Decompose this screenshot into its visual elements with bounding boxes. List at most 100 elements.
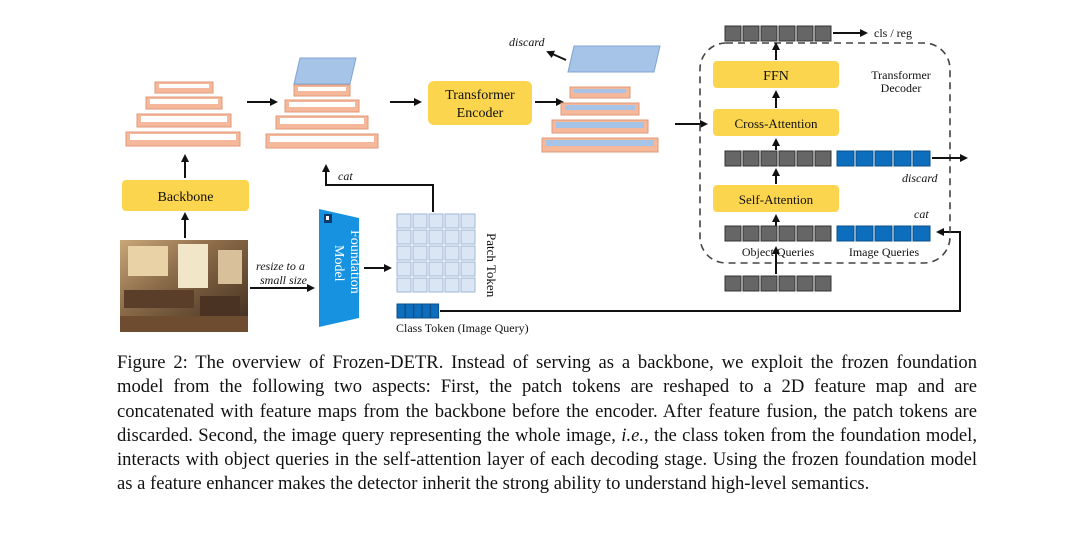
mid-query-row xyxy=(724,150,931,167)
image-query-cell xyxy=(874,225,893,242)
object-query-cell xyxy=(796,275,814,292)
cross-attention-label: Cross-Attention xyxy=(734,116,818,131)
patch-token-cell xyxy=(460,277,476,293)
input-image xyxy=(120,240,248,332)
patch-token-cell xyxy=(444,229,460,245)
class-token-path-to-image-queries xyxy=(440,228,961,312)
image-query-cell xyxy=(855,225,874,242)
object-query-cell xyxy=(742,225,760,242)
object-query-cell xyxy=(814,150,832,167)
query-input-row xyxy=(724,225,931,242)
image-query-cell xyxy=(893,150,912,167)
class-token-cell xyxy=(404,303,414,319)
object-query-cell xyxy=(814,225,832,242)
caption-italic-ie: i.e. xyxy=(621,424,644,446)
object-query-cell xyxy=(778,225,796,242)
output-token-cell xyxy=(724,25,742,42)
backbone-block: Backbone xyxy=(122,180,249,211)
encoder-label-line1: Transformer xyxy=(445,88,515,103)
transformer-encoder-block: Transformer Encoder xyxy=(428,81,532,125)
transformer-decoder: Transformer Decoder cls / reg FFN Cross-… xyxy=(699,25,968,264)
caption-part1: Figure 2: The overview of Frozen-DETR. I… xyxy=(117,352,977,446)
class-token-cell xyxy=(430,303,440,319)
encoder-label-line2: Encoder xyxy=(457,106,504,121)
patch-token-cell xyxy=(460,261,476,277)
decoder-title-line1: Transformer xyxy=(871,68,931,82)
object-query-cell xyxy=(778,275,796,292)
patch-token-cell xyxy=(396,229,412,245)
object-query-cell xyxy=(796,150,814,167)
object-queries-label: Object Queries xyxy=(742,245,815,259)
resize-label-line1: resize to a xyxy=(256,259,305,273)
patch-token-cell xyxy=(412,213,428,229)
image-query-cell xyxy=(836,225,855,242)
patch-token-cell xyxy=(412,245,428,261)
foundation-label-line2: Model xyxy=(331,245,346,282)
patch-token-cell xyxy=(428,229,444,245)
patch-token-grid xyxy=(396,213,476,293)
patch-token-cell xyxy=(412,277,428,293)
output-token-cell xyxy=(760,25,778,42)
patch-token-cell xyxy=(460,213,476,229)
patch-token-cell xyxy=(428,213,444,229)
output-token-cell xyxy=(742,25,760,42)
discard-label-decoder: discard xyxy=(902,171,939,185)
frozen-detr-overview-diagram: Backbone Transformer Encoder xyxy=(120,25,968,335)
object-query-cell xyxy=(796,225,814,242)
object-query-cell xyxy=(724,225,742,242)
foundation-model-block: Foundation Model xyxy=(319,209,362,327)
concatenated-feature-pyramid xyxy=(265,57,379,149)
class-token-cell xyxy=(421,303,431,319)
object-query-cell xyxy=(814,275,832,292)
output-token-cell xyxy=(796,25,814,42)
image-query-cell xyxy=(912,225,931,242)
output-token-row xyxy=(724,25,832,42)
patch-token-cell xyxy=(444,261,460,277)
patch-token-cell xyxy=(412,261,428,277)
patch-token-cell xyxy=(412,229,428,245)
patch-token-cell xyxy=(396,213,412,229)
patch-token-cell xyxy=(396,261,412,277)
output-token-cell xyxy=(814,25,832,42)
patch-token-cell xyxy=(444,213,460,229)
cat-label-left: cat xyxy=(338,169,353,183)
output-token-cell xyxy=(778,25,796,42)
ffn-block xyxy=(713,61,839,88)
cat-label-decoder: cat xyxy=(914,207,929,221)
object-query-input-row xyxy=(724,275,832,292)
resize-label-line2: small size xyxy=(260,273,308,287)
output-label: cls / reg xyxy=(874,26,912,40)
object-query-cell xyxy=(724,275,742,292)
image-query-cell xyxy=(836,150,855,167)
class-token-label: Class Token (Image Query) xyxy=(396,321,529,335)
patch-token-cell xyxy=(460,245,476,261)
patch-token-cell xyxy=(396,277,412,293)
patch-token-label: Patch Token xyxy=(484,233,499,298)
figure-caption: Figure 2: The overview of Frozen-DETR. I… xyxy=(117,351,977,497)
caption-part2: , the class token from the foundation mo… xyxy=(117,424,977,495)
patch-token-cell xyxy=(396,245,412,261)
object-query-cell xyxy=(760,150,778,167)
decoder-title-line2: Decoder xyxy=(881,81,922,95)
patch-token-cell xyxy=(428,277,444,293)
backbone-feature-pyramid xyxy=(125,81,241,147)
class-token-cell xyxy=(396,303,406,319)
class-token-row xyxy=(396,303,440,319)
object-query-cell xyxy=(742,150,760,167)
patch-token-cell xyxy=(444,277,460,293)
cross-attention-block xyxy=(713,109,839,136)
image-query-cell xyxy=(855,150,874,167)
image-query-cell xyxy=(912,150,931,167)
object-query-cell xyxy=(760,275,778,292)
patch-token-cell xyxy=(460,229,476,245)
object-query-cell xyxy=(724,150,742,167)
class-token-cell xyxy=(413,303,423,319)
object-query-cell xyxy=(778,150,796,167)
object-query-cell xyxy=(742,275,760,292)
encoded-feature-pyramid xyxy=(541,45,661,153)
image-query-cell xyxy=(874,150,893,167)
patch-token-cell xyxy=(428,261,444,277)
backbone-label: Backbone xyxy=(158,190,214,205)
cat-path-patches-to-pyramid2 xyxy=(322,164,434,212)
self-attention-label: Self-Attention xyxy=(739,192,814,207)
